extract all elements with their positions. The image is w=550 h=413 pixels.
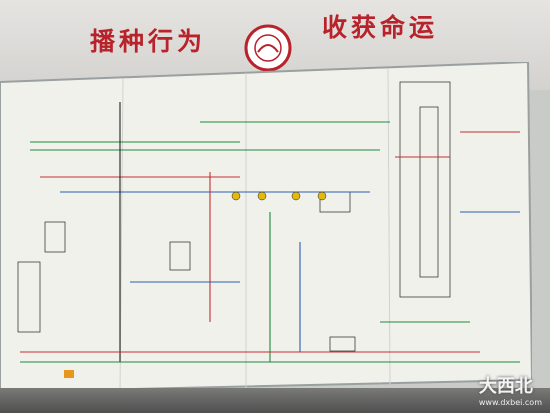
slogan-left: 播种行为 [90, 27, 207, 56]
watermark-url: www.dxbei.com [478, 398, 542, 407]
slogan-right: 收获命运 [322, 13, 439, 42]
watermark-name: 大西北 [478, 376, 533, 397]
school-emblem [244, 24, 292, 72]
watermark: 大西北 www.dxbei.com [479, 372, 542, 407]
floor [0, 388, 550, 413]
wiring-diagram-board [0, 62, 532, 392]
